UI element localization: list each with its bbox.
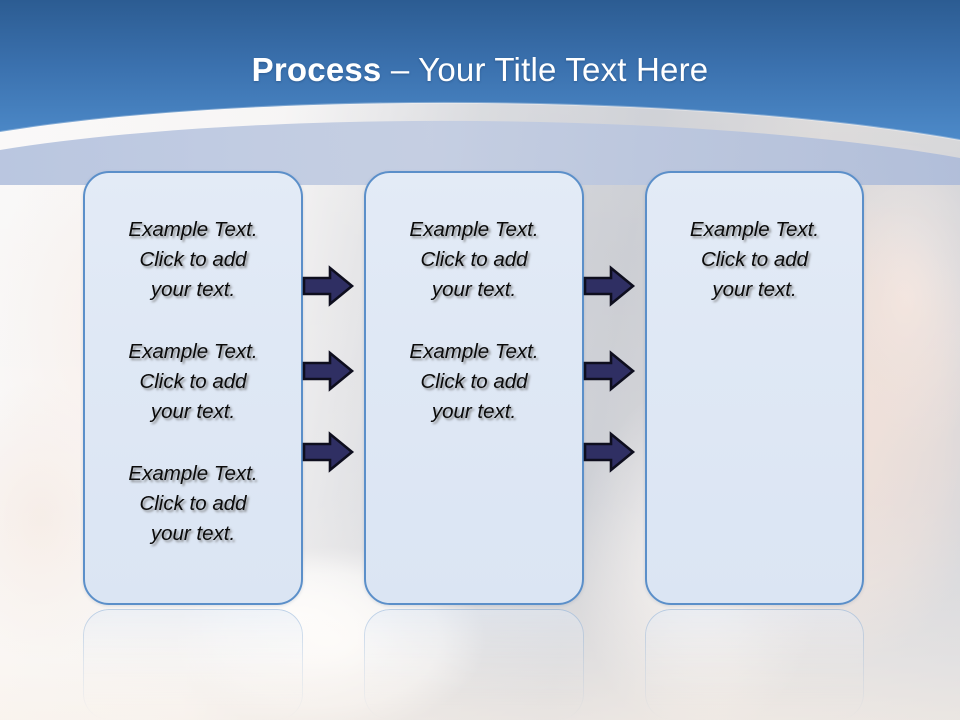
title-rest-part: – Your Title Text Here <box>381 51 709 88</box>
arrow-right-icon <box>302 431 355 473</box>
title-bold-part: Process <box>251 51 382 88</box>
box-2-paragraph-2[interactable]: Example Text. Click to add your text. <box>409 340 539 423</box>
box-reflection-1 <box>83 609 303 720</box>
arrow-right-icon <box>583 431 636 473</box>
box-reflection-2 <box>364 609 584 720</box>
box-reflection-3 <box>645 609 864 720</box>
box-1-paragraph-1[interactable]: Example Text. Click to add your text. <box>128 218 258 301</box>
header-banner <box>0 0 960 185</box>
arrow-right-icon <box>583 350 636 392</box>
arrow-right-icon <box>302 265 355 307</box>
arrow-right-icon <box>302 350 355 392</box>
process-box-2[interactable]: Example Text. Click to add your text. Ex… <box>364 171 584 605</box>
box-2-paragraph-1[interactable]: Example Text. Click to add your text. <box>409 218 539 301</box>
arrow-right-icon <box>583 265 636 307</box>
page-title: Process – Your Title Text Here <box>0 50 960 90</box>
process-box-3[interactable]: Example Text. Click to add your text. <box>645 171 864 605</box>
box-1-paragraph-3[interactable]: Example Text. Click to add your text. <box>128 462 258 545</box>
process-box-1[interactable]: Example Text. Click to add your text. Ex… <box>83 171 303 605</box>
box-3-paragraph-1[interactable]: Example Text. Click to add your text. <box>689 218 820 301</box>
box-1-paragraph-2[interactable]: Example Text. Click to add your text. <box>128 340 258 423</box>
